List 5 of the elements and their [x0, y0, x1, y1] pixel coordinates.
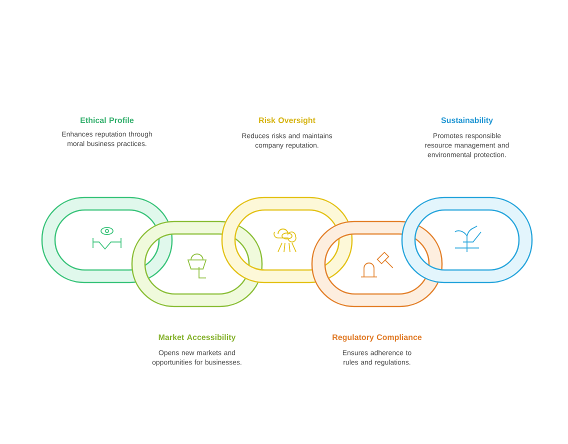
- link-title: Ethical Profile: [80, 117, 134, 124]
- link-title: Risk Oversight: [259, 117, 316, 125]
- link-title: Regulatory Compliance: [332, 334, 422, 342]
- link-title: Market Accessibility: [158, 334, 236, 342]
- link-title: Sustainability: [441, 117, 493, 125]
